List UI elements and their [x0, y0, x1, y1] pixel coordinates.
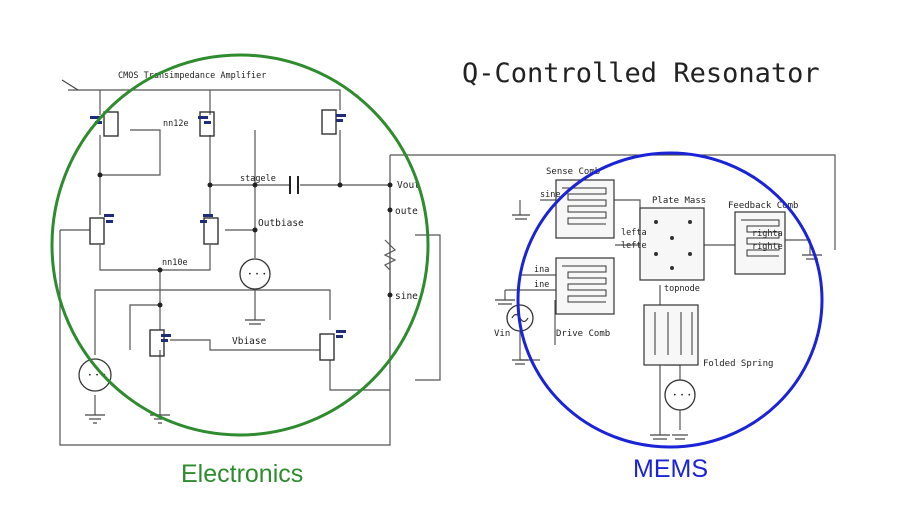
plate-mass-dots [654, 220, 692, 270]
net-labels: CMOS Transimpedance Amplifier nn12e stag… [118, 71, 798, 369]
diagram-title: Q-Controlled Resonator [462, 58, 820, 89]
sense-comb-block [555, 179, 615, 239]
transistor-markers [90, 114, 346, 342]
mems-region-circle [516, 151, 824, 449]
net-nn10e: nn10e [162, 258, 188, 268]
label-right-b: righte [752, 242, 783, 252]
label-left-b: lefte [621, 241, 647, 251]
mems-label: MEMS [633, 455, 708, 483]
electronics-label: Electronics [181, 460, 304, 488]
label-topnode: topnode [664, 284, 700, 294]
net-vout: Vout [397, 180, 420, 191]
mems-blocks [555, 179, 786, 366]
label-sense-comb: Sense Comb [546, 167, 600, 177]
amp-title-label: CMOS Transimpedance Amplifier [118, 71, 266, 81]
comb-fingers [562, 187, 780, 355]
junctions [97, 172, 393, 308]
source-values: • • • • • • • • • [88, 271, 691, 399]
label-right-a: righta [752, 229, 783, 239]
label-feedback-comb: Feedback Comb [728, 201, 798, 211]
label-folded-spring: Folded Spring [703, 359, 773, 369]
label-ina: ina [534, 265, 549, 275]
net-sine: sine [395, 291, 418, 302]
net-vbiase: Vbiase [232, 336, 267, 347]
capacitor [289, 176, 299, 194]
feedback-comb-block [734, 211, 786, 275]
transistors [89, 109, 337, 361]
drive-comb-block [555, 257, 615, 315]
folded-spring-block [643, 304, 699, 366]
net-oute: oute [395, 206, 418, 217]
svg-text:• • •: • • • [88, 372, 106, 379]
label-ine: ine [534, 280, 549, 290]
net-stagele: stagele [240, 174, 276, 184]
grounds [61, 79, 822, 440]
label-drive-comb: Drive Comb [556, 329, 610, 339]
label-left-a: lefta [621, 228, 647, 238]
label-vin: Vin [494, 329, 510, 339]
label-sine-port: sine [540, 190, 560, 200]
svg-text:• • •: • • • [248, 271, 266, 278]
svg-text:• • •: • • • [673, 392, 691, 399]
net-nn12e: nn12e [163, 119, 189, 129]
label-plate-mass: Plate Mass [652, 196, 706, 206]
voltage-sources [78, 258, 696, 411]
electronics-region-circle [50, 53, 430, 437]
net-outbiase: Outbiase [258, 218, 304, 229]
